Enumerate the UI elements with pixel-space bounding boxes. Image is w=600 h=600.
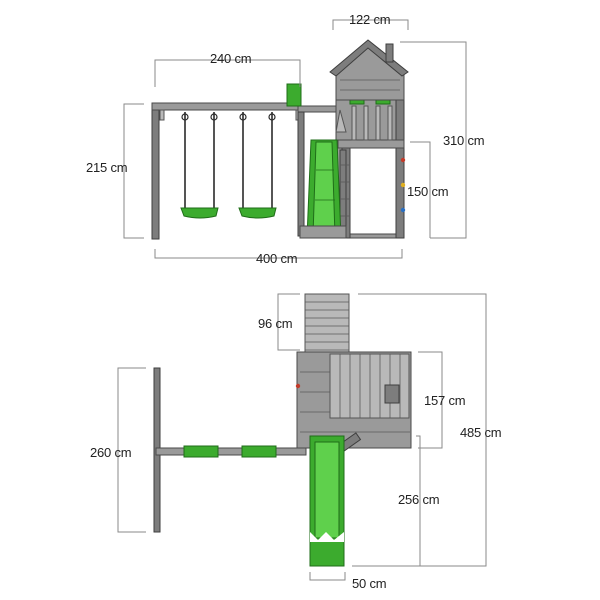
plan-view: 96 cm 485 cm 157 cm 260 cm 256 cm 50 cm bbox=[90, 293, 502, 591]
swing-seat-left bbox=[180, 112, 219, 219]
dim-house-depth: 157 cm bbox=[424, 393, 465, 408]
dim-slide-length: 256 cm bbox=[398, 492, 439, 507]
ladder-plan bbox=[304, 293, 350, 357]
dim-height-platform: 150 cm bbox=[407, 184, 448, 199]
dim-ladder: 96 cm bbox=[258, 316, 292, 331]
roof bbox=[329, 39, 409, 133]
dim-height-total: 310 cm bbox=[443, 133, 484, 148]
slide-front bbox=[299, 139, 347, 239]
dim-total-width: 400 cm bbox=[256, 251, 297, 266]
tower bbox=[335, 81, 406, 239]
dim-slide-width: 50 cm bbox=[352, 576, 386, 591]
swing-seat-right bbox=[238, 112, 277, 219]
front-elevation-view: 240 cm 122 cm 215 cm 310 cm 150 cm 400 c… bbox=[86, 12, 485, 266]
dim-swing-depth: 260 cm bbox=[90, 445, 131, 460]
dim-total-depth: 485 cm bbox=[460, 425, 501, 440]
dim-width-swing: 240 cm bbox=[210, 51, 251, 66]
slide-plan bbox=[309, 432, 362, 567]
house-plan bbox=[295, 351, 412, 449]
dim-width-roof: 122 cm bbox=[349, 12, 390, 27]
swing-frame bbox=[151, 102, 301, 240]
swing-frame-plan bbox=[153, 367, 307, 533]
dim-height-swing: 215 cm bbox=[86, 160, 127, 175]
